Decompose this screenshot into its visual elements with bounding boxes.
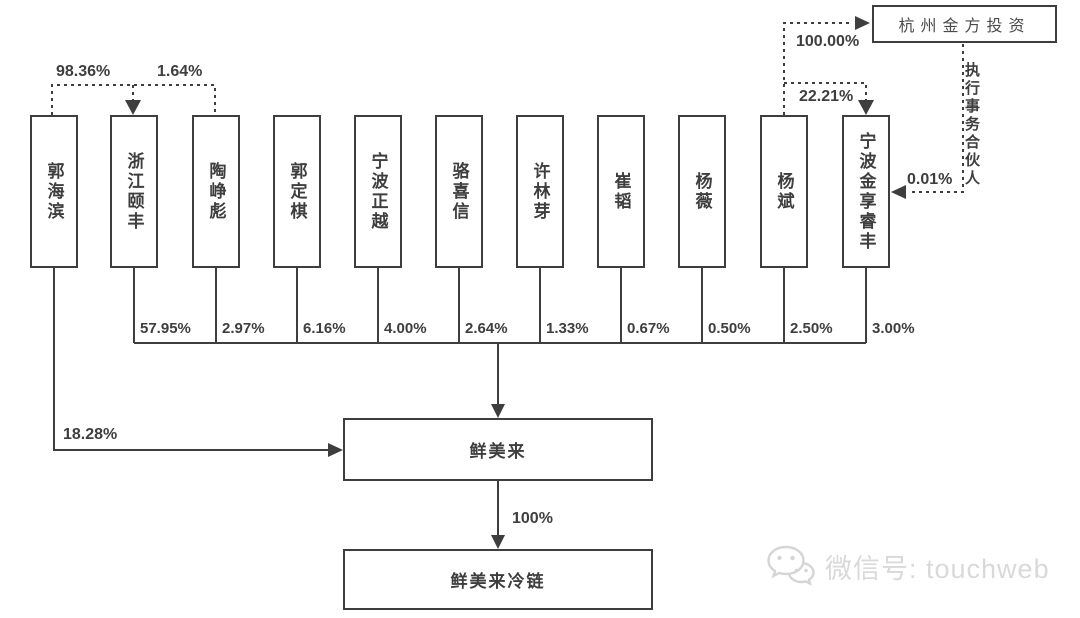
company-box-hangzhou-jinfang: 杭州金方投资	[872, 5, 1057, 43]
shareholder-name: 骆喜信	[449, 161, 469, 222]
shareholder-name: 浙江颐丰	[124, 151, 144, 232]
arrowhead-into-ningbojinxiangruifeng-right	[891, 185, 906, 199]
shareholder-name: 宁波金享睿丰	[856, 131, 876, 252]
stake-label-yang-bin: 2.50%	[790, 320, 833, 337]
company-name: 鲜美来冷链	[450, 572, 546, 591]
shareholder-box-ningbo-zhengyue: 宁波正越	[354, 115, 402, 268]
relation-label-guohaibin-to-zhejiangyifeng: 98.36%	[56, 63, 111, 80]
relation-label-xianmeilai-to-coldchain: 100%	[512, 510, 553, 527]
watermark: 微信号: touchweb	[765, 543, 1050, 589]
shareholder-box-cui-tao: 崔韬	[597, 115, 645, 268]
stake-label-guo-dingqi: 6.16%	[303, 320, 346, 337]
shareholder-box-tao-zhengbiao: 陶峥彪	[192, 115, 240, 268]
stake-label-tao-zhengbiao: 2.97%	[222, 320, 265, 337]
stake-label-guo-haibin: 18.28%	[63, 426, 118, 443]
shareholder-name: 崔韬	[611, 171, 631, 212]
shareholder-name: 杨斌	[774, 171, 794, 212]
company-box-xianmeilai-coldchain: 鲜美来冷链	[343, 549, 653, 610]
shareholder-box-yang-wei: 杨薇	[678, 115, 726, 268]
line-guohaibin-to-xianmeilai	[53, 268, 339, 451]
line-dashed-zhejiangyifeng-owners	[51, 84, 216, 115]
shareholder-name: 宁波正越	[368, 151, 388, 232]
shareholder-name: 陶峥彪	[206, 161, 226, 222]
arrowhead-into-xianmeilai-left	[328, 443, 343, 457]
company-box-xianmeilai: 鲜美来	[343, 418, 653, 481]
shareholder-box-zhejiang-yifeng: 浙江颐丰	[110, 115, 158, 268]
relation-label-hangzhoujinfang-to-ningbojinxiangruifeng: 0.01%	[907, 171, 953, 188]
stake-label-yang-wei: 0.50%	[708, 320, 751, 337]
arrowhead-into-ningbojinxiangruifeng-top	[858, 100, 874, 115]
relation-label-yangbin-to-hangzhoujinfang: 100.00%	[796, 33, 860, 50]
line-dashed-yangbin-to-hangzhoujinfang	[783, 22, 853, 115]
company-name: 杭州金方投资	[898, 18, 1031, 35]
executive-partner-note: 执行事务合伙人	[963, 62, 980, 188]
arrowhead-into-coldchain-top	[491, 535, 505, 549]
company-name: 鲜美来	[469, 442, 527, 461]
line-dashed-hangzhoujinfang-to-ningbojinxiangruifeng	[908, 44, 964, 193]
shareholder-name: 郭海滨	[44, 161, 64, 222]
relation-label-taozhengbiao-to-zhejiangyifeng: 1.64%	[157, 63, 203, 80]
shareholder-box-luo-xixin: 骆喜信	[435, 115, 483, 268]
stake-label-zhejiang-yifeng: 57.95%	[140, 320, 191, 337]
arrowhead-into-xianmeilai-top	[491, 404, 505, 418]
stake-label-cui-tao: 0.67%	[627, 320, 670, 337]
watermark-text: 微信号: touchweb	[825, 553, 1050, 584]
wechat-icon	[767, 545, 815, 586]
stake-label-xu-linya: 1.33%	[546, 320, 589, 337]
arrowhead-into-hangzhoujinfang-left	[855, 16, 870, 30]
line-dashed-yangbin-to-ningbojinxiangruifeng	[784, 82, 867, 101]
stake-label-ningbo-zhengyue: 4.00%	[384, 320, 427, 337]
shareholder-box-guo-dingqi: 郭定棋	[273, 115, 321, 268]
relation-label-yangbin-to-ningbojinxiangruifeng: 22.21%	[799, 88, 854, 105]
shareholder-name: 郭定棋	[287, 161, 307, 222]
shareholder-box-guo-haibin: 郭海滨	[30, 115, 78, 268]
arrowhead-into-zhejiangyifeng-top	[125, 100, 141, 115]
shareholder-name: 杨薇	[692, 171, 712, 212]
shareholder-box-yang-bin: 杨斌	[760, 115, 808, 268]
stake-label-ningbo-jinxiangruifeng: 3.00%	[872, 320, 915, 337]
shareholder-name: 许林芽	[530, 161, 550, 222]
stake-label-luo-xixin: 2.64%	[465, 320, 508, 337]
shareholder-box-ningbo-jinxiangruifeng: 宁波金享睿丰	[842, 115, 890, 268]
shareholder-box-xu-linya: 许林芽	[516, 115, 564, 268]
